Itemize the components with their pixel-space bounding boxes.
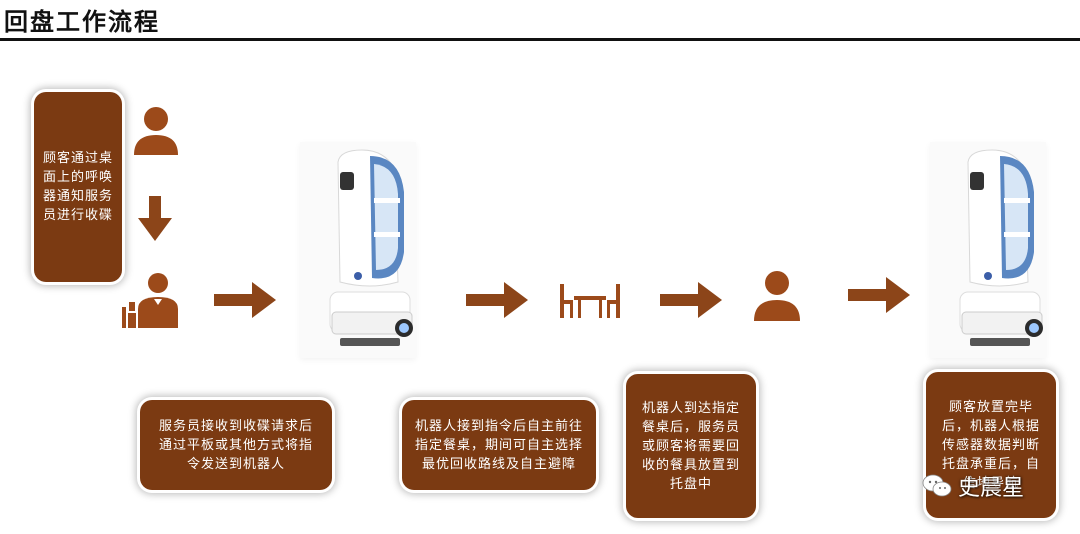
step1-box: 顾客通过桌面上的呼唤器通知服务员进行收碟 (34, 92, 122, 282)
step1-text: 顾客通过桌面上的呼唤器通知服务员进行收碟 (42, 151, 113, 223)
page-title: 回盘工作流程 (4, 7, 160, 36)
step4-text: 机器人到达指定餐桌后，服务员或顾客将需要回收的餐具放置到托盘中 (641, 400, 740, 492)
step5-text: 顾客放置完毕后，机器人根据传感器数据判断托盘承重后，自信地导航 (941, 399, 1040, 491)
robot-image (930, 142, 1046, 358)
flow-arrow-3 (660, 282, 722, 318)
step2-text: 服务员接收到收碟请求后通过平板或其他方式将指令发送到机器人 (158, 418, 313, 472)
table-chairs-icon (560, 284, 620, 318)
step3-text: 机器人接到指令后自主前往指定餐桌，期间可自主选择最优回收路线及自主避障 (414, 418, 583, 472)
robot-image (300, 142, 416, 358)
watermark-text: 史晨星 (958, 476, 1025, 501)
step4-box: 机器人到达指定餐桌后，服务员或顾客将需要回收的餐具放置到托盘中 (626, 374, 756, 518)
step3-box: 机器人接到指令后自主前往指定餐桌，期间可自主选择最优回收路线及自主避障 (402, 400, 596, 490)
step5-box: 顾客放置完毕后，机器人根据传感器数据判断托盘承重后，自信地导航 (926, 372, 1056, 518)
watermark: 史晨星 (922, 470, 1024, 502)
person-icon (754, 271, 800, 321)
flow-arrow-2 (466, 282, 528, 318)
wechat-icon (922, 474, 952, 497)
title-divider (0, 38, 1080, 41)
down-arrow-icon (138, 196, 172, 241)
flow-arrow-4 (848, 277, 910, 313)
person-icon (134, 107, 178, 155)
flow-arrow-1 (214, 282, 276, 318)
step2-box: 服务员接收到收碟请求后通过平板或其他方式将指令发送到机器人 (140, 400, 332, 490)
waiter-icon (122, 273, 178, 328)
